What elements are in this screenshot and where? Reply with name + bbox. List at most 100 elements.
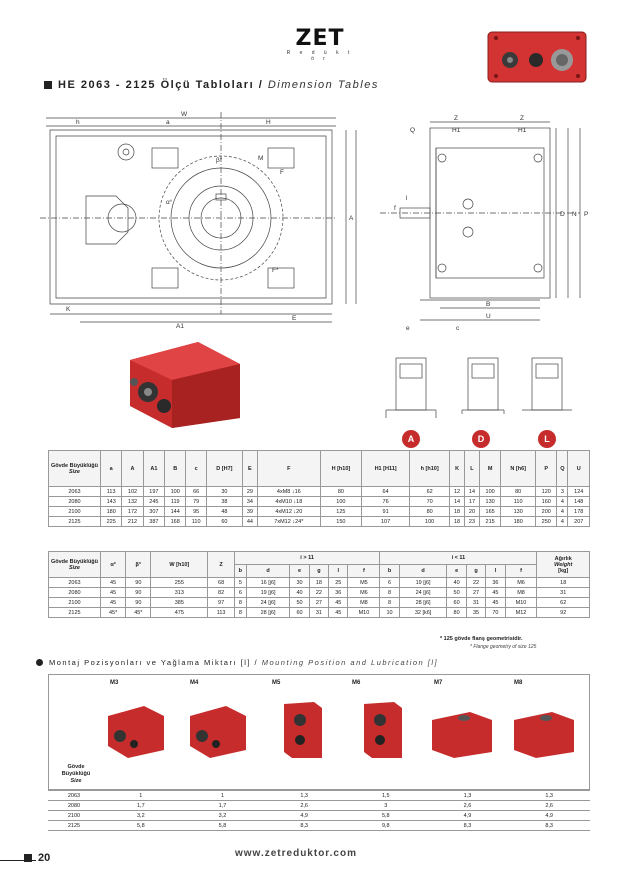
dim-F: F	[280, 169, 284, 176]
dim-Fstar: F*	[272, 267, 279, 274]
dim-A1: A1	[176, 323, 184, 330]
table-cell: 3	[556, 486, 569, 497]
t2-sub-cell: d	[245, 564, 291, 578]
dim-K: K	[66, 306, 71, 313]
table-cell: 91	[360, 506, 411, 517]
table-cell: 39	[241, 506, 258, 517]
table-cell: M10	[347, 607, 381, 618]
title-tr: HE 2063 - 2125 Ölçü Tabloları	[58, 79, 255, 91]
table-cell: 180	[99, 506, 123, 517]
table-cell: 5,8	[344, 810, 427, 821]
table-cell: 45	[328, 597, 349, 608]
t2-alpha-header: α°	[99, 551, 127, 578]
table-cell: 119	[164, 496, 187, 507]
table-cell: 3,2	[100, 810, 182, 821]
page-number-line	[0, 860, 36, 861]
table-cell: 245	[142, 496, 166, 507]
mount-variant-a	[385, 357, 437, 418]
table-cell: 45	[328, 607, 349, 618]
t2-ratio-lt-header: i < 11	[379, 551, 538, 565]
mount-image-m5	[284, 702, 322, 758]
table-cell: 45	[485, 587, 506, 598]
table-cell: 18	[449, 516, 466, 527]
table-cell: 45	[485, 597, 506, 608]
flange-note-tr: * 125 gövde flanş geometrisidir.	[440, 636, 523, 642]
dim-W: W	[181, 111, 188, 118]
table-cell: 40	[446, 577, 467, 588]
t1-header-cell: A	[121, 450, 144, 487]
table-cell: 172	[121, 506, 144, 517]
side-Z2: Z	[520, 115, 524, 122]
t2-sub-cell: e	[446, 564, 467, 578]
table-cell: 125	[319, 506, 362, 517]
logo-subtitle: R e d ü k t ö r	[286, 50, 354, 62]
side-e: e	[406, 325, 410, 332]
table-cell: 62	[409, 486, 451, 497]
mount-image-m3	[108, 706, 164, 758]
table-cell: 2080	[48, 496, 101, 507]
table-cell: 31	[536, 587, 590, 598]
t1-header-cell: D [H7]	[205, 450, 243, 487]
page-number: 20	[24, 852, 50, 864]
t2-sub-cell: l	[328, 564, 349, 578]
mount-variant-d	[461, 357, 505, 414]
table-cell: 30	[289, 577, 310, 588]
table-cell: 178	[567, 506, 590, 517]
dim-a: a	[166, 119, 170, 126]
table-cell: 45	[99, 587, 127, 598]
table-cell: 143	[99, 496, 123, 507]
t1-header-cell: c	[185, 450, 207, 487]
table-cell: 110	[185, 516, 207, 527]
table-cell: 22	[465, 577, 487, 588]
table-cell: 18	[449, 506, 466, 517]
mount-image-m6	[364, 702, 402, 758]
table-cell: 8,3	[263, 820, 345, 831]
mounting-title-en: Mounting Position and Lubrication [l]	[261, 658, 439, 667]
table-cell: 40	[289, 587, 310, 598]
gearbox-photo	[130, 342, 240, 428]
side-Q: Q	[410, 127, 415, 134]
table-cell: 150	[319, 516, 362, 527]
dim-alpha: α°	[166, 198, 173, 206]
t1-header-cell: H1 [H11]	[360, 450, 411, 487]
table-cell: 31	[308, 607, 330, 618]
table-cell: 160	[535, 496, 558, 507]
table-cell: 45*	[99, 607, 127, 618]
table-cell: 100	[409, 516, 451, 527]
mount-image-m8	[514, 712, 574, 758]
table-cell: 3	[344, 800, 427, 811]
brand-logo: ZET R e d ü k t ö r	[285, 28, 355, 63]
table-cell: 2080	[48, 587, 101, 598]
table-cell: 82	[207, 587, 235, 598]
table-cell: 307	[142, 506, 166, 517]
table-cell: 6	[379, 577, 400, 588]
mount-variant-l	[522, 357, 572, 411]
table-cell: 70	[485, 607, 506, 618]
table-cell: 44	[241, 516, 258, 527]
t1-header-cell: L	[464, 450, 480, 487]
side-c: c	[456, 325, 460, 332]
table-cell: 255	[150, 577, 209, 588]
table-cell: 19 [j6]	[398, 577, 448, 588]
table-cell: 100	[164, 486, 187, 497]
table-cell: 60	[289, 607, 310, 618]
dim-H: H	[266, 119, 271, 126]
t1-header-cell: P	[535, 450, 558, 487]
table-cell: 124	[567, 486, 590, 497]
table-cell: 60	[205, 516, 243, 527]
table-cell: 28 [j6]	[245, 607, 291, 618]
table-cell: 100	[478, 486, 502, 497]
mount-image-m7	[432, 712, 492, 758]
dim-E: E	[292, 315, 297, 322]
table-cell: 4	[556, 506, 569, 517]
